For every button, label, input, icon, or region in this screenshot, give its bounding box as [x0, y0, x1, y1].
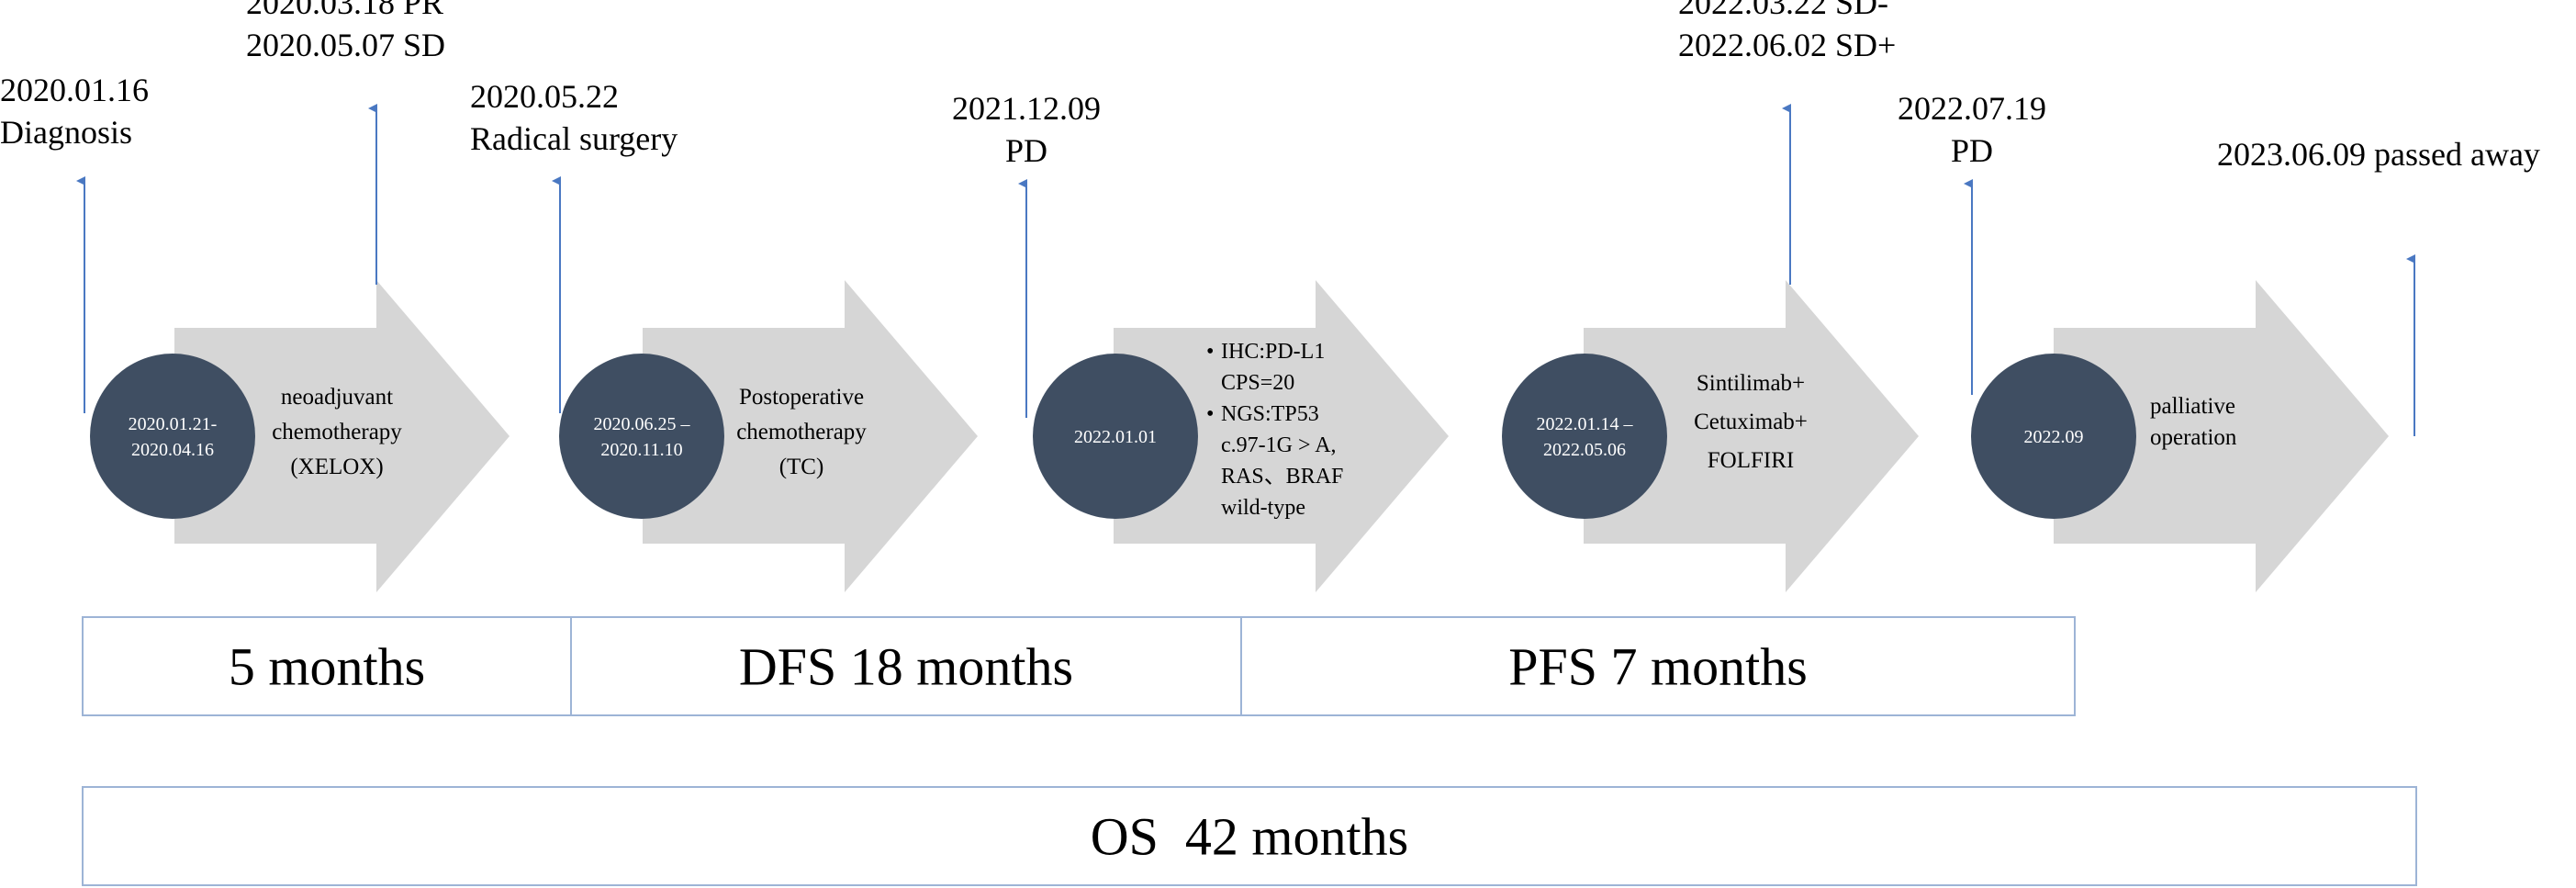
stage-date-circle	[559, 354, 724, 519]
event-label-line: 2020.05.22	[470, 78, 619, 115]
duration-bar-label: 5 months	[229, 637, 425, 697]
stage-arrow	[643, 280, 978, 592]
stage-date-label: 2020.04.16	[131, 440, 214, 460]
stage-date-circle	[90, 354, 255, 519]
stage-description-line: Postoperative	[739, 385, 864, 410]
stage-description-line: palliative	[2150, 394, 2235, 419]
event-label-line: 2021.12.09	[952, 90, 1101, 127]
stage-description-line: IHC:PD-L1	[1221, 340, 1325, 364]
bullet-glyph: •	[1206, 340, 1214, 364]
stage-description-line: chemotherapy	[272, 420, 402, 444]
stage-date-label: 2020.11.10	[600, 440, 682, 460]
duration-bar-label: PFS 7 months	[1508, 637, 1808, 697]
stage-arrow	[2054, 280, 2389, 592]
event-label-line: PD	[1951, 132, 1993, 169]
stage-arrow	[174, 280, 510, 592]
stage-description-line: Cetuximab+	[1694, 410, 1808, 434]
stage-arrow	[1584, 280, 1919, 592]
duration-bar-segment	[1240, 616, 2076, 716]
stage-description-line: c.97-1G > A,	[1221, 433, 1337, 457]
stage-description-line: FOLFIRI	[1708, 448, 1794, 473]
stage-description-line: NGS:TP53	[1221, 402, 1319, 426]
event-label-line: Diagnosis	[0, 114, 132, 151]
stage-description-line: (XELOX)	[290, 455, 383, 479]
stage-description-line: chemotherapy	[736, 420, 867, 444]
stage-date-circle	[1971, 354, 2136, 519]
stage-description-line: operation	[2150, 425, 2237, 450]
event-label-line: 2020.03.18 PR	[246, 0, 443, 21]
event-label-line: 2020.05.07 SD	[246, 27, 445, 63]
stage-description-line: RAS、BRAF	[1221, 465, 1343, 489]
stage-date-label: 2022.01.01	[1074, 427, 1157, 447]
stage-date-circle	[1502, 354, 1667, 519]
stage-date-label: 2022.05.06	[1543, 440, 1626, 460]
stage-arrow	[1114, 280, 1449, 592]
stage-description-line: (TC)	[779, 455, 824, 479]
os-bar	[82, 786, 2417, 886]
stage-description-line: neoadjuvant	[281, 385, 393, 410]
stage-date-label: 2022.09	[2024, 427, 2084, 447]
duration-bar-segment	[82, 616, 572, 716]
stage-description-line: CPS=20	[1221, 371, 1294, 395]
event-label-line: 2022.03.22 SD-	[1678, 0, 1888, 21]
stage-description-line: wild-type	[1221, 496, 1305, 520]
stage-date-label: 2022.01.14 –	[1537, 414, 1634, 434]
event-label-line: 2022.06.02 SD+	[1678, 27, 1896, 63]
stage-date-label: 2020.06.25 –	[594, 414, 691, 434]
bullet-glyph: •	[1206, 402, 1214, 426]
stage-date-label: 2020.01.21-	[129, 414, 218, 434]
stage-description-line: Sintilimab+	[1697, 371, 1805, 396]
duration-bar-segment	[570, 616, 1242, 716]
stage-date-circle	[1033, 354, 1198, 519]
event-label-line: 2022.07.19	[1898, 90, 2046, 127]
event-label-line: Radical surgery	[470, 120, 678, 157]
event-label-line: 2020.01.16	[0, 72, 149, 108]
event-label-line: 2023.06.09 passed away	[2217, 136, 2540, 173]
duration-bar-label: DFS 18 months	[739, 637, 1073, 697]
os-bar-label: OS 42 months	[1091, 807, 1408, 867]
event-label-line: PD	[1005, 132, 1047, 169]
